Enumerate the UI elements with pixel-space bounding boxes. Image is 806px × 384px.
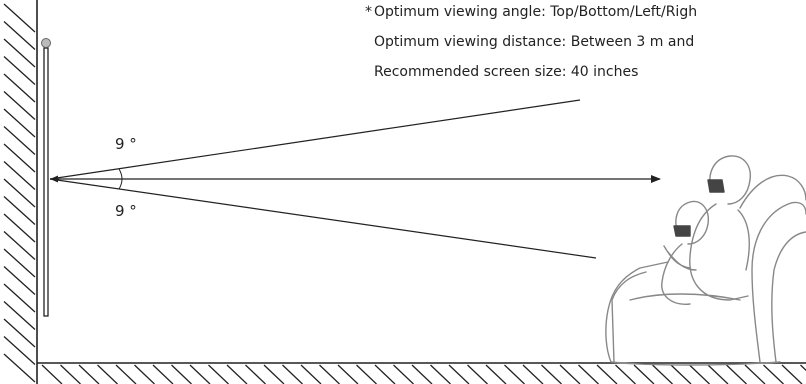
floor-hatch-mark	[763, 364, 784, 384]
tv-panel	[43, 47, 49, 317]
floor-hatch-mark	[633, 364, 655, 384]
floor-hatch-mark	[189, 364, 211, 384]
floor-hatch-mark	[670, 364, 692, 384]
floor-hatch-mark	[467, 364, 488, 384]
adult-shoulder	[737, 209, 750, 271]
wall-hatch-mark	[3, 38, 36, 68]
wall-hatch-mark	[3, 336, 36, 365]
wall-hatch-mark	[3, 73, 36, 103]
floor-hatch-mark	[226, 364, 248, 384]
viewing-distance-arrow-tail	[50, 175, 58, 183]
floor-hatch-mark	[263, 364, 285, 384]
tv-knob	[41, 38, 51, 48]
floor-hatch-mark	[652, 364, 673, 384]
upper-angle-label: 9 °	[115, 135, 137, 153]
wall-hatch-mark	[3, 161, 36, 190]
note-screen-size: Recommended screen size: 40 inches	[374, 64, 639, 80]
wall-hatch-mark	[3, 301, 36, 330]
floor-hatch-mark	[541, 364, 562, 384]
sofa-back	[739, 174, 806, 209]
floor-hatch-mark	[781, 364, 803, 384]
sofa-base	[610, 361, 781, 366]
wall-hatch-mark	[3, 108, 36, 138]
floor-hatch-mark	[393, 364, 414, 384]
floor-hatch-mark	[726, 364, 747, 384]
wall-hatch-mark	[3, 91, 36, 120]
child-head	[675, 200, 709, 245]
floor-hatch-mark	[689, 364, 710, 384]
wall-hatch-mark	[3, 143, 36, 173]
floor-hatch-mark	[134, 364, 155, 384]
note-viewing-distance: Optimum viewing distance: Between 3 m an…	[374, 34, 695, 50]
floor-hatch-mark	[448, 364, 470, 384]
tv-screen	[41, 38, 51, 317]
child-3d-glasses	[673, 225, 691, 237]
lower-angle-label: 9 °	[115, 202, 137, 220]
upper-angle-line	[49, 99, 581, 180]
floor-hatch-mark	[615, 364, 636, 384]
floor-hatch-mark	[282, 364, 303, 384]
adult-body	[689, 203, 749, 301]
note-viewing-angle: Optimum viewing angle: Top/Bottom/Left/R…	[374, 4, 698, 20]
floor-hatch-mark	[559, 364, 581, 384]
floor-hatch-mark	[152, 364, 174, 384]
floor-hatch-mark	[800, 364, 806, 372]
adult-head	[709, 155, 751, 205]
floor-hatch-mark	[411, 364, 433, 384]
adult-3d-glasses	[707, 179, 725, 193]
floor-hatch-mark	[245, 364, 266, 384]
floor-hatch-mark	[319, 364, 340, 384]
angle-arc	[118, 168, 123, 190]
floor-hatch-mark	[578, 364, 599, 384]
lower-angle-line	[49, 178, 597, 259]
floor-hatch-mark	[115, 364, 137, 384]
sofa-right-front	[771, 231, 806, 363]
floor-hatch-mark	[300, 364, 322, 384]
floor-hatch-mark	[97, 364, 118, 384]
floor-hatch-mark	[356, 364, 377, 384]
floor-hatch-mark	[60, 364, 81, 384]
wall-hatch-mark	[3, 178, 36, 208]
sofa-left-arm	[611, 271, 647, 363]
floor-hatch-mark	[208, 364, 229, 384]
sofa-left-side	[605, 261, 669, 363]
child-body	[661, 243, 691, 305]
floor-hatch-mark	[485, 364, 507, 384]
floor-hatch-mark	[596, 364, 618, 384]
wall-hatch-mark	[3, 353, 36, 383]
floor-hatch-mark	[374, 364, 396, 384]
wall-hatch-mark	[3, 56, 36, 85]
wall-hatch-mark	[3, 126, 36, 155]
wall-hatch-mark	[3, 283, 36, 313]
viewers-illustration	[605, 155, 806, 366]
child-hands	[663, 245, 697, 271]
floor-hatch-mark	[707, 364, 729, 384]
wall-hatch-mark	[3, 21, 36, 50]
floor-hatch-mark	[504, 364, 525, 384]
floor-hatch-mark	[430, 364, 451, 384]
floor-hatch-mark	[171, 364, 192, 384]
floor-hatch-mark	[337, 364, 359, 384]
wall-hatch-mark	[3, 318, 36, 348]
wall-hatch-mark	[3, 3, 36, 33]
wall-hatch-mark	[3, 248, 36, 278]
wall-hatching	[3, 3, 36, 383]
floor-hatch-mark	[78, 364, 100, 384]
floor-hatching	[41, 364, 806, 384]
wall-hatch-mark	[3, 231, 36, 260]
wall	[3, 0, 38, 384]
sofa-seat	[629, 293, 741, 301]
note-marker: *	[365, 4, 372, 20]
wall-hatch-mark	[3, 213, 36, 243]
wall-hatch-mark	[3, 196, 36, 225]
floor	[37, 362, 806, 384]
floor-hatch-mark	[41, 364, 63, 384]
floor-hatch-mark	[744, 364, 766, 384]
floor-hatch-mark	[522, 364, 544, 384]
sofa-right-arm	[751, 201, 806, 363]
viewing-lines	[49, 99, 661, 259]
wall-hatch-mark	[3, 266, 36, 295]
